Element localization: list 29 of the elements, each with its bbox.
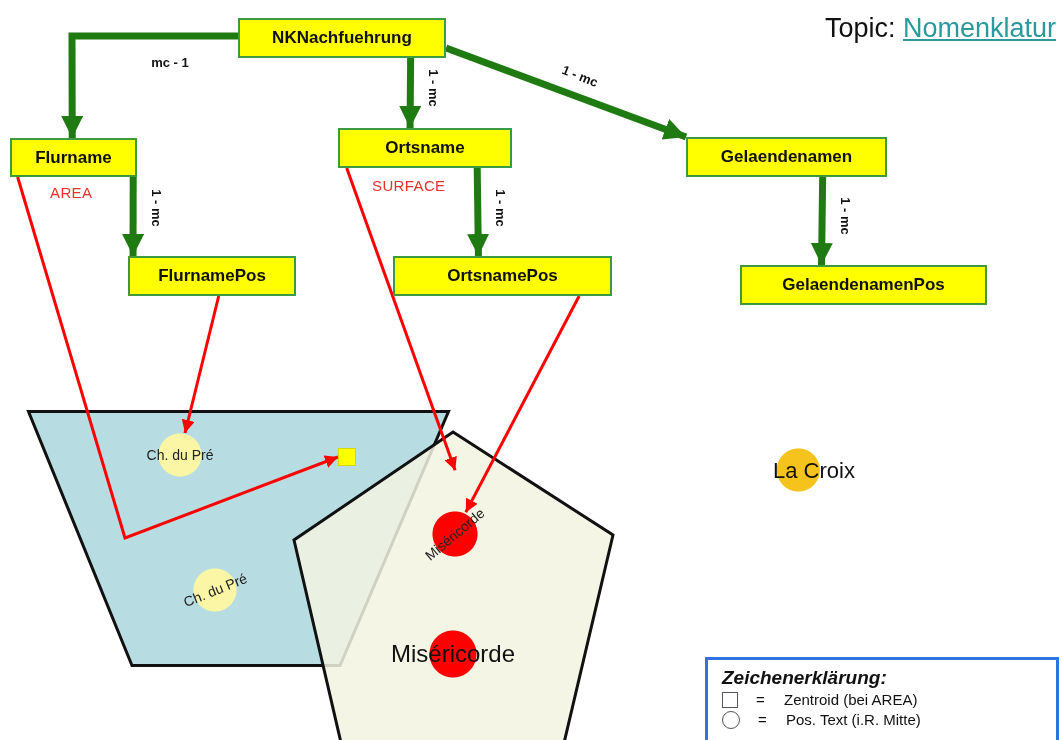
legend-text: Pos. Text (i.R. Mitte) (786, 709, 921, 730)
class-box: GelaendenamenPos (740, 265, 987, 305)
arrow (444, 44, 688, 141)
arrow (464, 295, 581, 513)
legend-heading: Zeichenerklärung: (722, 666, 888, 690)
equals-sign: = (758, 709, 768, 730)
arrow (122, 177, 145, 256)
arrow (61, 32, 238, 138)
legend-text: Zentroid (bei AREA) (784, 689, 918, 710)
class-box: OrtsnamePos (393, 256, 612, 296)
class-box: Gelaendenamen (686, 137, 887, 177)
arrow (181, 295, 221, 434)
arrow (810, 176, 833, 266)
arrow (345, 167, 457, 471)
cardinality-label: 1 - mc (493, 187, 507, 229)
cardinality-label: 1 - mc (426, 67, 440, 109)
cardinality-label: mc - 1 (149, 55, 191, 69)
arrow (467, 167, 490, 257)
geometry-type-label: AREA (50, 183, 93, 203)
class-box: FlurnamePos (128, 256, 296, 296)
centroid-square (338, 448, 356, 466)
cardinality-label: 1 - mc (149, 187, 163, 229)
geometry-type-label: SURFACE (372, 176, 446, 196)
class-box: NKNachfuehrung (238, 18, 446, 58)
arrow (399, 57, 422, 129)
arrow (16, 176, 339, 540)
topic-title: Topic: Nomenklatur (824, 12, 1056, 45)
cardinality-label: 1 - mc (838, 195, 852, 237)
equals-sign: = (756, 689, 766, 710)
